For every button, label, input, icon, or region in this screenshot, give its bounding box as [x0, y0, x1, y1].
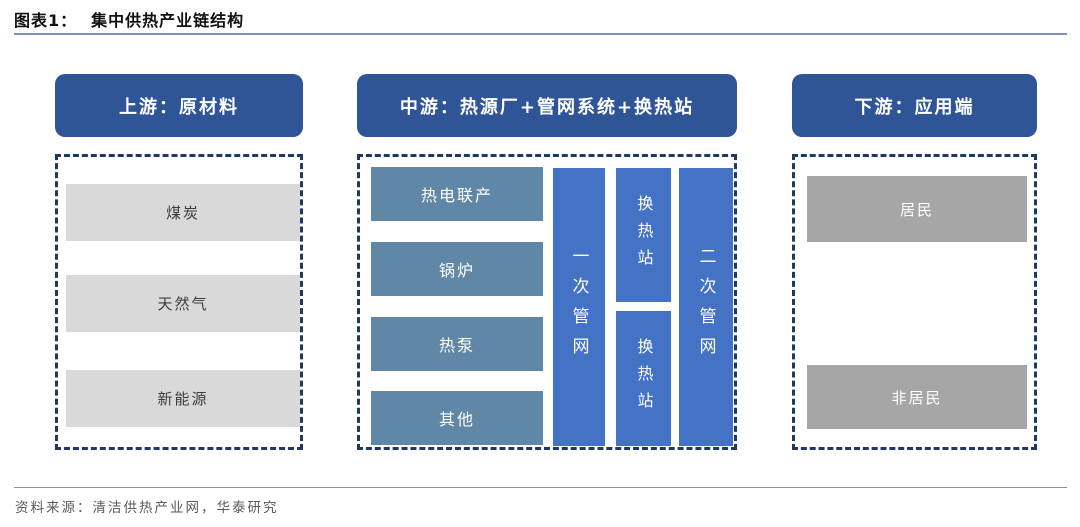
midstream-header: 中游：热源厂+管网系统+换热站 — [357, 74, 737, 137]
heat-exchange-station-top-label: 换热站 — [634, 194, 654, 276]
upstream-item-coal: 煤炭 — [66, 184, 300, 241]
upstream-item-new-energy: 新能源 — [66, 370, 300, 427]
heat-exchange-station-top: 换热站 — [616, 168, 671, 302]
primary-pipe-network-bar: 一次管网 — [553, 168, 605, 446]
midstream-column: 中游：热源厂+管网系统+换热站 热电联产 锅炉 热泵 其他 一次管网 换热站 换… — [357, 74, 737, 450]
secondary-pipe-network-label: 二次管网 — [695, 247, 716, 367]
heat-source-heat-pump: 热泵 — [371, 317, 543, 371]
heat-source-chp: 热电联产 — [371, 167, 543, 221]
figure-label: 图表1： — [14, 11, 78, 30]
upstream-item-natural-gas: 天然气 — [66, 275, 300, 332]
heat-source-boiler: 锅炉 — [371, 242, 543, 296]
primary-pipe-network-label: 一次管网 — [568, 247, 589, 367]
figure-title: 集中供热产业链结构 — [91, 11, 245, 30]
title-divider — [14, 33, 1067, 35]
heat-source-other: 其他 — [371, 391, 543, 445]
downstream-item-residents: 居民 — [807, 176, 1027, 242]
footer-divider — [14, 487, 1067, 488]
upstream-column: 上游：原材料 煤炭 天然气 新能源 — [55, 74, 303, 450]
heat-exchange-station-bottom-label: 换热站 — [634, 338, 654, 419]
figure-title-row: 图表1： 集中供热产业链结构 — [14, 7, 244, 31]
upstream-header: 上游：原材料 — [55, 74, 303, 137]
midstream-dashed-box: 热电联产 锅炉 热泵 其他 一次管网 换热站 换热站 二次管网 — [357, 154, 737, 450]
downstream-column: 下游：应用端 居民 非居民 — [792, 74, 1037, 450]
downstream-dashed-box: 居民 非居民 — [792, 154, 1037, 450]
heat-exchange-station-bottom: 换热站 — [616, 311, 671, 446]
downstream-item-non-residents: 非居民 — [807, 365, 1027, 429]
secondary-pipe-network-bar: 二次管网 — [679, 168, 733, 446]
downstream-header: 下游：应用端 — [792, 74, 1037, 137]
source-note: 资料来源：清洁供热产业网，华泰研究 — [15, 500, 279, 516]
upstream-dashed-box: 煤炭 天然气 新能源 — [55, 154, 303, 450]
